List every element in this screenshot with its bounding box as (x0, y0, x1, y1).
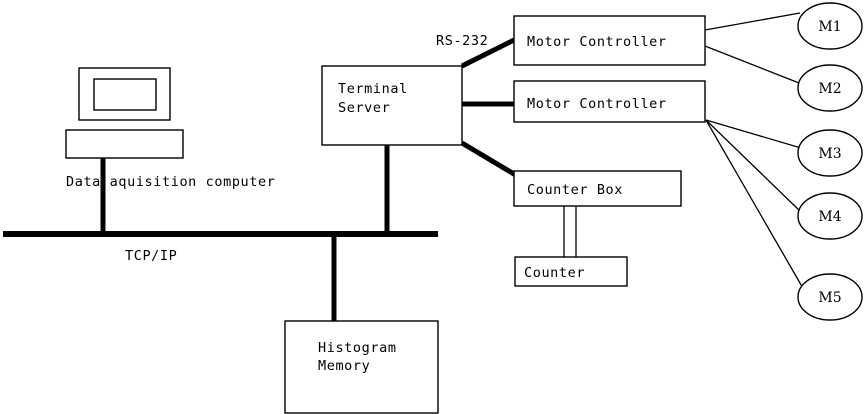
motor-controller-2-to-m5-link (705, 119, 805, 291)
motor-m3-label: M3 (818, 146, 841, 162)
motor-controller-1-box[interactable] (513, 15, 706, 66)
terminal-server-to-motor-controller-1-link (460, 37, 516, 69)
motor-controller-2-to-m3-link (705, 119, 802, 149)
terminal-server-to-counter-box-link (460, 140, 521, 180)
motor-m5-label: M5 (818, 290, 841, 306)
motor-m4-node[interactable]: M4 (797, 192, 863, 240)
monitor-screen-icon (93, 78, 157, 111)
histogram-memory-label-line2: Memory (318, 358, 370, 374)
counter-box-node[interactable]: Counter Box (513, 170, 682, 207)
motor-controller-1-node[interactable]: Motor Controller (513, 15, 706, 66)
data-acquisition-computer-group[interactable]: Data aquisition computer (65, 67, 275, 190)
motor-m5-ellipse[interactable] (797, 273, 863, 321)
terminal-server-label-line1: Terminal (338, 81, 408, 97)
computer-base-icon[interactable] (65, 129, 184, 159)
motor-m1-label: M1 (818, 19, 841, 35)
motor-controller-1-to-m1-link (704, 12, 801, 31)
motor-m2-ellipse[interactable] (797, 64, 863, 112)
motor-m2-node[interactable]: M2 (797, 64, 863, 112)
motor-controller-1-label: Motor Controller (527, 34, 667, 50)
counter-label: Counter (524, 265, 585, 281)
counter-rect[interactable] (514, 256, 628, 287)
rs232-label: RS-232 (436, 33, 488, 49)
histogram-memory-label-line1: Histogram (318, 340, 397, 356)
motor-m3-ellipse[interactable] (797, 129, 863, 177)
motor-controller-2-label: Motor Controller (527, 96, 667, 112)
motor-m4-label: M4 (818, 209, 841, 225)
motor-m1-ellipse[interactable] (797, 2, 863, 50)
motor-m2-label: M2 (818, 81, 841, 97)
tcpip-label: TCP/IP (125, 248, 177, 264)
histogram-memory-node[interactable]: Histogram Memory (284, 320, 439, 414)
terminal-server-label-line2: Server (338, 100, 390, 116)
counter-box-rect[interactable] (513, 170, 682, 207)
tcpip-bus-group: TCP/IP (3, 145, 438, 322)
terminal-server-node[interactable]: Terminal Server (321, 65, 463, 146)
motor-controller-2-to-m4-link (705, 119, 802, 213)
motor-links-group (704, 12, 805, 291)
histogram-memory-box[interactable] (284, 320, 439, 414)
motor-m5-node[interactable]: M5 (797, 273, 863, 321)
motor-m1-node[interactable]: M1 (797, 2, 863, 50)
counter-node[interactable]: Counter (514, 256, 628, 287)
computer-caption-label: Data aquisition computer (66, 174, 275, 190)
rs232-links-group: RS-232 (436, 33, 521, 180)
terminal-server-box[interactable] (321, 65, 463, 146)
motor-m4-ellipse[interactable] (797, 192, 863, 240)
counter-box-label: Counter Box (527, 182, 623, 198)
motor-m3-node[interactable]: M3 (797, 129, 863, 177)
motor-controller-1-to-m2-link (704, 45, 800, 84)
motor-controller-2-node[interactable]: Motor Controller (513, 80, 706, 123)
counter-box-to-counter-links (563, 206, 577, 263)
motor-controller-2-box[interactable] (513, 80, 706, 123)
